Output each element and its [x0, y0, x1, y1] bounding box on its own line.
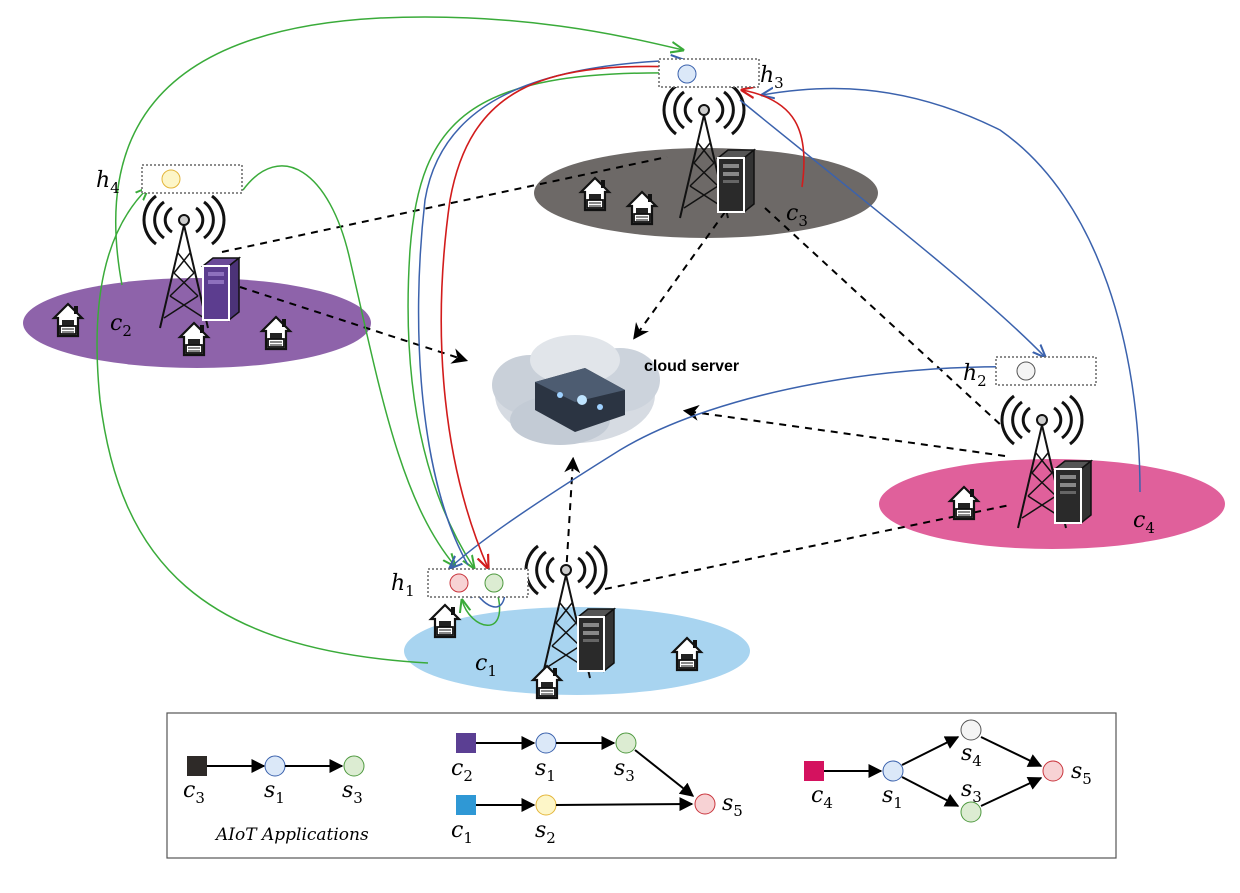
service-node-s4	[1016, 361, 1036, 381]
link-h3-h2	[764, 207, 1004, 428]
legend-s3-label: s3	[614, 756, 635, 785]
cluster-label-c4: c4	[1133, 508, 1155, 537]
legend-s4-label: s4	[961, 741, 982, 770]
cluster-c4-region	[879, 459, 1225, 549]
host-label-h1: h1	[391, 571, 415, 600]
host-h1-box	[427, 568, 529, 598]
legend-app-1: c3 s1 s3 AIoT Applications	[183, 755, 369, 845]
legend-s3-node	[615, 732, 637, 754]
c2-server-icon	[200, 256, 242, 322]
service-node-s2	[161, 169, 181, 189]
dashed-links	[221, 156, 1011, 590]
host-h3-box	[658, 58, 760, 88]
legend-s5-node	[694, 793, 716, 815]
legend-s3-label: s3	[342, 778, 363, 807]
flow-c1-to-h4	[96, 188, 429, 664]
flow-h2-to-h1	[450, 366, 1051, 568]
c1-server-icon	[577, 608, 615, 672]
flow-c4-to-h3	[762, 88, 1141, 493]
cluster-label-c1: c1	[475, 651, 497, 680]
legend-s1-label: s1	[264, 778, 285, 807]
link-h2-cloud	[682, 404, 1006, 457]
legend-s5-node	[1042, 760, 1064, 782]
legend-s1-node	[882, 760, 904, 782]
link-h1-h4	[604, 504, 1011, 590]
legend-s1-node	[535, 732, 557, 754]
host-h2-box	[995, 356, 1097, 386]
host-h4-box	[141, 164, 243, 194]
legend-s4-node	[960, 719, 982, 741]
host-label-h4: h4	[96, 168, 120, 197]
legend-c4-square	[804, 761, 824, 781]
cluster-label-c3: c3	[786, 201, 808, 230]
host-label-h2: h2	[963, 361, 987, 390]
legend-s3-node	[343, 755, 365, 777]
legend-s1-label: s1	[535, 756, 556, 785]
cloud-server-label: cloud server	[644, 358, 739, 375]
cloud-server-icon	[492, 335, 660, 445]
service-node-s5	[449, 573, 469, 593]
host-label-h3: h3	[760, 63, 784, 92]
legend-c3-square	[187, 756, 207, 776]
flow-h3-to-h1-green	[407, 72, 678, 568]
service-node-s3	[484, 573, 504, 593]
legend-caption: AIoT Applications	[214, 825, 369, 845]
legend-s5-label: s5	[1071, 759, 1092, 788]
legend-app-3: c4 s1 s4 s3 s5	[804, 719, 1092, 823]
red-flows	[440, 65, 805, 568]
legend-c2-square	[456, 733, 476, 753]
legend-s1-label: s1	[882, 783, 903, 812]
legend-c2-label: c2	[451, 756, 473, 785]
link-h4-cloud	[239, 286, 469, 364]
flow-h3-to-h1-red	[440, 65, 677, 568]
legend-s1-node	[264, 755, 286, 777]
flow-h3-to-h2	[739, 99, 1045, 357]
cluster-label-c2: c2	[110, 311, 132, 340]
flow-c3-to-h3	[742, 90, 805, 188]
flow-h4-to-h1	[242, 165, 455, 566]
flow-c2-to-h3	[115, 16, 683, 286]
legend-app-2: c2 s1 s3 c1 s2 s5	[451, 732, 743, 847]
link-h1-cloud	[564, 456, 581, 576]
legend-s2-label: s2	[535, 818, 556, 847]
legend-c1-label: c1	[451, 818, 473, 847]
flow-h1-to-h3-blue	[417, 60, 683, 566]
legend-c4-label: c4	[811, 783, 833, 812]
link-h4-h3	[221, 156, 668, 253]
service-node-s1	[677, 64, 697, 84]
legend-s3-label: s3	[961, 777, 982, 806]
c4-server-icon	[1054, 460, 1092, 524]
c3-server-icon	[717, 149, 755, 213]
legend-s2-node	[535, 794, 557, 816]
blue-flows	[417, 60, 1141, 608]
legend-s3-node	[960, 801, 982, 823]
c1-house-icon	[429, 603, 461, 639]
legend-c1-square	[456, 795, 476, 815]
legend-s5-label: s5	[722, 791, 743, 820]
legend-c3-label: c3	[183, 778, 205, 807]
